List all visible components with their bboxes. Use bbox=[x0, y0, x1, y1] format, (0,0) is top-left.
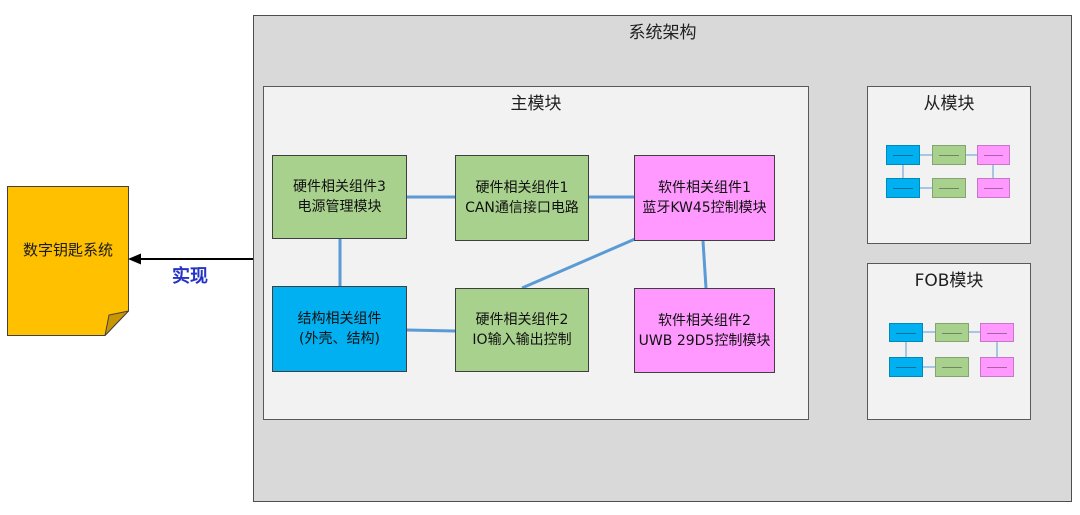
component-subtitle: (外壳、结构) bbox=[299, 331, 380, 347]
mini-hardware-block bbox=[932, 145, 966, 165]
component-title: 硬件相关组件2 bbox=[475, 312, 569, 328]
mini-structure-block bbox=[889, 323, 923, 342]
component-subtitle: UWB 29D5控制模块 bbox=[638, 332, 771, 349]
mini-hardware-block bbox=[935, 357, 969, 377]
component-title: 软件相关组件1 bbox=[658, 180, 751, 196]
system-title: 系统架构 bbox=[628, 23, 697, 43]
slave-module-box: 从模块 bbox=[867, 86, 1031, 244]
mini-software-block bbox=[980, 323, 1014, 342]
fob-mini-connectors bbox=[905, 331, 998, 368]
fob-module-title: FOB模块 bbox=[914, 271, 984, 291]
component-title: 硬件相关组件1 bbox=[475, 180, 569, 196]
slave-module-title: 从模块 bbox=[923, 94, 975, 114]
system-architecture-box: 系统架构 主模块 硬件相关组件3 电源管理模块 硬件相关组件1 CAN通信接口电… bbox=[253, 15, 1072, 502]
note-label: 数字钥匙系统 bbox=[22, 241, 113, 259]
component-software-1: 软件相关组件1 蓝牙KW45控制模块 bbox=[634, 155, 775, 241]
component-subtitle: 电源管理模块 bbox=[297, 199, 382, 215]
arrow-label: 实现 bbox=[172, 266, 208, 287]
main-module-title: 主模块 bbox=[510, 94, 562, 114]
mini-structure-block bbox=[889, 357, 923, 377]
component-title: 硬件相关组件3 bbox=[293, 179, 386, 195]
note-body bbox=[7, 186, 129, 336]
main-module-box: 主模块 硬件相关组件3 电源管理模块 硬件相关组件1 CAN通信接口电路 软件相… bbox=[263, 86, 809, 420]
component-hardware-1: 硬件相关组件1 CAN通信接口电路 bbox=[455, 155, 589, 241]
component-subtitle: CAN通信接口电路 bbox=[465, 200, 579, 216]
mini-structure-block bbox=[886, 145, 920, 165]
mini-hardware-block bbox=[935, 323, 969, 342]
slave-mini-connectors bbox=[902, 154, 994, 189]
connector-sw1-sw2 bbox=[701, 240, 708, 289]
connector-structure-hw2 bbox=[406, 328, 456, 333]
connector-sw1-hw2 bbox=[521, 237, 636, 290]
mini-software-block bbox=[977, 145, 1010, 165]
mini-hardware-block bbox=[932, 178, 966, 198]
component-subtitle: IO输入输出控制 bbox=[472, 332, 572, 348]
fob-module-box: FOB模块 bbox=[867, 263, 1031, 420]
component-title: 结构相关组件 bbox=[297, 311, 382, 327]
component-software-2: 软件相关组件2 UWB 29D5控制模块 bbox=[634, 288, 775, 373]
mini-structure-block bbox=[886, 178, 920, 198]
main-module-connectors bbox=[338, 195, 708, 333]
component-title: 软件相关组件2 bbox=[658, 312, 751, 329]
mini-software-block bbox=[980, 357, 1014, 377]
note-shape bbox=[7, 186, 129, 336]
component-structure: 结构相关组件 (外壳、结构) bbox=[272, 286, 407, 372]
arrow-head bbox=[128, 253, 141, 265]
component-hardware-2: 硬件相关组件2 IO输入输出控制 bbox=[455, 288, 589, 372]
component-subtitle: 蓝牙KW45控制模块 bbox=[642, 200, 767, 216]
note-fold bbox=[104, 310, 129, 336]
mini-software-block bbox=[977, 178, 1010, 198]
component-hardware-3: 硬件相关组件3 电源管理模块 bbox=[272, 155, 407, 239]
digital-key-system-note: 数字钥匙系统 bbox=[7, 186, 129, 336]
